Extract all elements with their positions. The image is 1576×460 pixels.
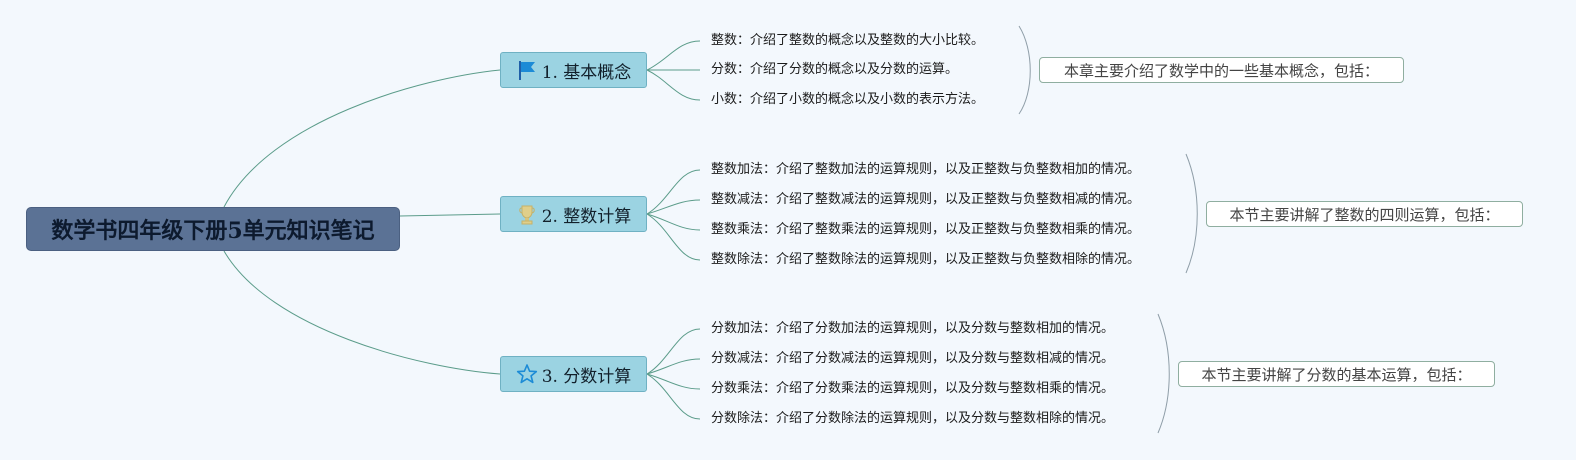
star-icon bbox=[516, 363, 538, 385]
connector-b3-leaf-1 bbox=[646, 328, 701, 375]
connector-b1-leaf-3 bbox=[646, 69, 701, 101]
summary-b3[interactable]: 本节主要讲解了分数的基本运算，包括： bbox=[1178, 361, 1495, 387]
leaf-b1-2[interactable]: 分数：介绍了分数的概念以及分数的运算。 bbox=[711, 62, 959, 77]
bracket-b3 bbox=[1157, 313, 1170, 434]
connector-b2-leaf-2 bbox=[646, 199, 701, 215]
branch-label: 2. 整数计算 bbox=[541, 206, 632, 227]
leaf-b2-2[interactable]: 整数减法：介绍了整数减法的运算规则，以及正整数与负整数相减的情况。 bbox=[711, 192, 1141, 207]
leaf-b1-1[interactable]: 整数：介绍了整数的概念以及整数的大小比较。 bbox=[711, 33, 985, 48]
branch-node-integer-calc[interactable]: 2. 整数计算 bbox=[500, 196, 647, 232]
connector-b3-leaf-2 bbox=[646, 358, 701, 375]
branch-node-basic-concepts[interactable]: 1. 基本概念 bbox=[500, 52, 647, 88]
bracket-b2 bbox=[1185, 153, 1198, 274]
connector-b2-leaf-3 bbox=[646, 213, 701, 231]
leaf-b3-4[interactable]: 分数除法：介绍了分数除法的运算规则，以及分数与整数相除的情况。 bbox=[711, 411, 1115, 426]
leaf-b2-1[interactable]: 整数加法：介绍了整数加法的运算规则，以及正整数与负整数相加的情况。 bbox=[711, 162, 1141, 177]
leaf-b2-4[interactable]: 整数除法：介绍了整数除法的运算规则，以及正整数与负整数相除的情况。 bbox=[711, 252, 1141, 267]
leaf-b3-1[interactable]: 分数加法：介绍了分数加法的运算规则，以及分数与整数相加的情况。 bbox=[711, 321, 1115, 336]
connector-root-branch-3 bbox=[223, 250, 501, 375]
connector-b2-leaf-1 bbox=[646, 169, 701, 215]
branch-node-fraction-calc[interactable]: 3. 分数计算 bbox=[500, 356, 647, 392]
branch-label: 1. 基本概念 bbox=[541, 62, 632, 83]
connector-root-branch-1 bbox=[223, 69, 501, 208]
summary-label: 本节主要讲解了整数的四则运算，包括： bbox=[1229, 205, 1500, 224]
flag-icon bbox=[516, 59, 538, 81]
summary-b1[interactable]: 本章主要介绍了数学中的一些基本概念，包括： bbox=[1039, 57, 1404, 83]
summary-label: 本节主要讲解了分数的基本运算，包括： bbox=[1201, 365, 1472, 384]
connector-b3-leaf-4 bbox=[646, 373, 701, 420]
summary-label: 本章主要介绍了数学中的一些基本概念，包括： bbox=[1063, 61, 1379, 80]
bracket-b1 bbox=[1018, 25, 1031, 115]
connector-b2-leaf-4 bbox=[646, 213, 701, 261]
trophy-icon bbox=[516, 203, 538, 225]
leaf-b1-3[interactable]: 小数：介绍了小数的概念以及小数的表示方法。 bbox=[711, 92, 985, 107]
connector-root-branch-2 bbox=[399, 213, 501, 217]
root-label: 数学书四年级下册5单元知识笔记 bbox=[51, 218, 375, 244]
connector-b1-leaf-1 bbox=[646, 40, 701, 71]
leaf-b3-2[interactable]: 分数减法：介绍了分数减法的运算规则，以及分数与整数相减的情况。 bbox=[711, 351, 1115, 366]
connector-b3-leaf-3 bbox=[646, 373, 701, 390]
leaf-b2-3[interactable]: 整数乘法：介绍了整数乘法的运算规则，以及正整数与负整数相乘的情况。 bbox=[711, 222, 1141, 237]
branch-label: 3. 分数计算 bbox=[541, 366, 632, 387]
root-node[interactable]: 数学书四年级下册5单元知识笔记 bbox=[26, 207, 400, 251]
leaf-b3-3[interactable]: 分数乘法：介绍了分数乘法的运算规则，以及分数与整数相乘的情况。 bbox=[711, 381, 1115, 396]
summary-b2[interactable]: 本节主要讲解了整数的四则运算，包括： bbox=[1206, 201, 1523, 227]
